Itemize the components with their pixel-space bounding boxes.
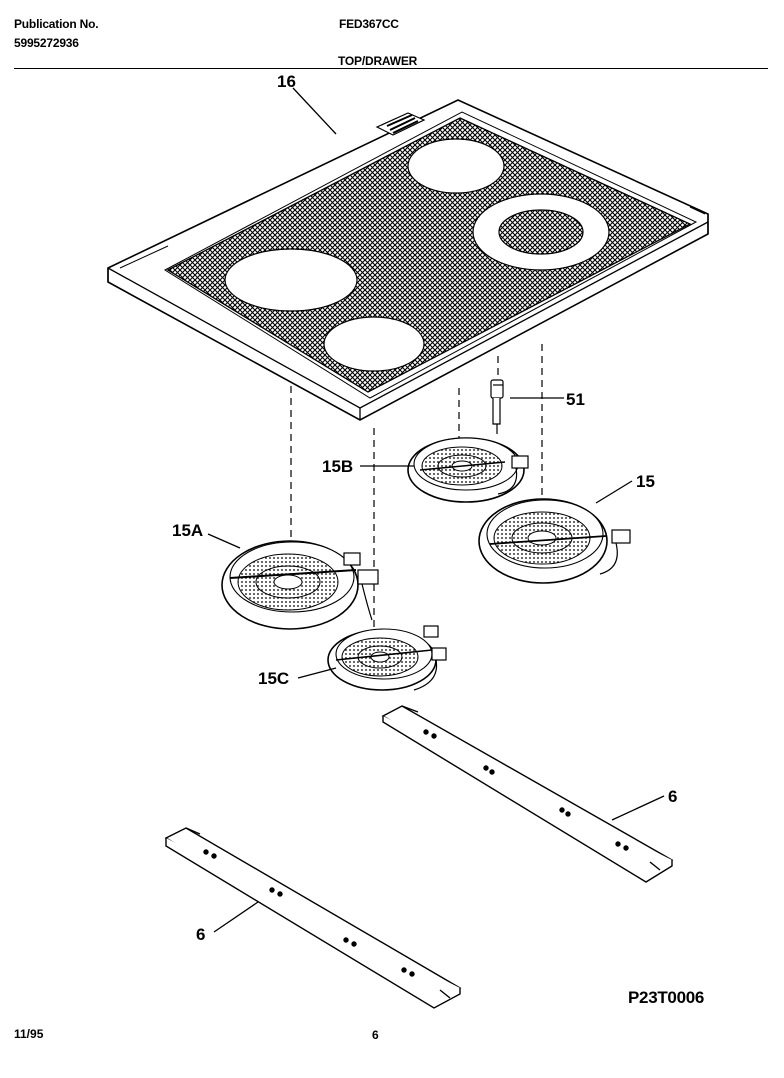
leader-lines [207,87,665,933]
callout-15: 15 [636,472,655,491]
callout-51: 51 [566,390,585,409]
model-number: FED367CC [339,17,399,31]
revision-date: 11/95 [14,1027,44,1041]
support-bracket-right [381,705,674,883]
surface-element-15a [221,540,379,630]
callout-16: 16 [277,72,296,91]
publication-number: 5995272936 [14,36,79,50]
header-rule [14,68,768,69]
figure-id: P23T0006 [628,988,705,1007]
cooktop-vent [375,112,426,136]
burner-zone-front-center [323,316,425,372]
callout-15c: 15C [258,669,289,688]
callout-15a: 15A [172,521,203,540]
publication-label: Publication No. [14,17,99,31]
assembly-lines [290,344,543,628]
section-title: TOP/DRAWER [338,54,418,68]
callout-6-left: 6 [196,925,205,944]
surface-element-15 [478,498,631,584]
burner-zone-front-left [224,248,358,312]
surface-element-15b [407,437,529,503]
cooktop-glass-top [107,99,709,421]
support-bracket-left [164,827,462,1009]
burner-zone-rear-left [407,138,505,194]
callout-6-right: 6 [668,787,677,806]
surface-element-15c [327,625,447,691]
page-number: 6 [372,1028,379,1042]
limit-thermostat [490,379,504,434]
callout-15b: 15B [322,457,353,476]
burner-zone-dual-ring [472,193,610,271]
